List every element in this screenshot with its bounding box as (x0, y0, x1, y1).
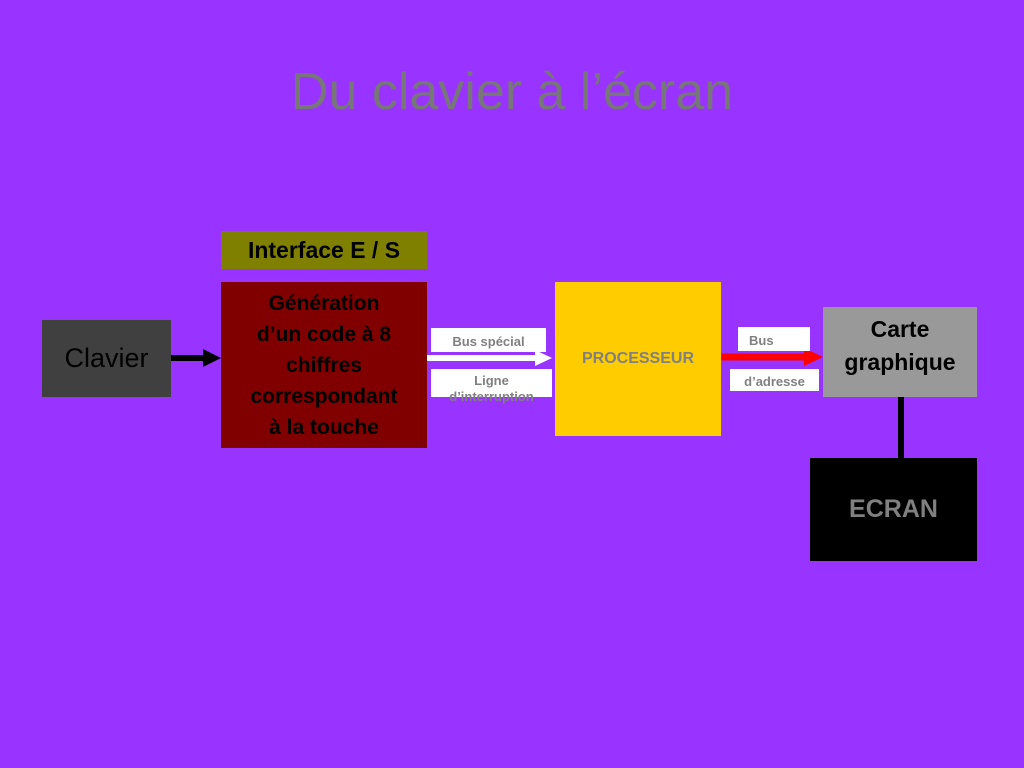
arrow-clavier-generation-head (203, 349, 221, 367)
ligne-line: d’interruption (449, 389, 534, 404)
ecran-box: ECRAN (810, 458, 977, 561)
clavier-label: Clavier (64, 343, 149, 373)
processeur-box: PROCESSEUR (555, 282, 721, 436)
interface-label: Interface E / S (247, 236, 401, 263)
carte-line: graphique (844, 349, 956, 375)
ligne-interruption-label: Ligne d’interruption (431, 369, 552, 404)
generation-line: Génération (268, 291, 380, 315)
slide-title: Du clavier à l’écran (290, 63, 734, 121)
carte-line: Carte (870, 316, 930, 342)
interface-box: Interface E / S (221, 231, 427, 269)
processeur-label: PROCESSEUR (581, 350, 695, 367)
arrow-generation-processeur-head (535, 350, 552, 366)
adresse-label: d’adresse (730, 369, 819, 391)
generation-label: Génération d’un code à 8 chiffres corres… (250, 288, 397, 443)
generation-line: à la touche (269, 415, 379, 439)
bus-label: Bus (738, 327, 810, 351)
carte-label: Carte graphique (844, 313, 955, 379)
ligne-line: Ligne (474, 373, 509, 388)
carte-graphique-box: Carte graphique (823, 307, 977, 397)
generation-line: correspondant (250, 384, 398, 408)
bus-special-label: Bus spécial (431, 328, 546, 352)
generation-line: d’un code à 8 (256, 322, 392, 346)
generation-line: chiffres (286, 353, 362, 377)
ecran-label: ECRAN (849, 495, 938, 523)
clavier-box: Clavier (42, 320, 171, 397)
generation-box: Génération d’un code à 8 chiffres corres… (221, 282, 427, 448)
